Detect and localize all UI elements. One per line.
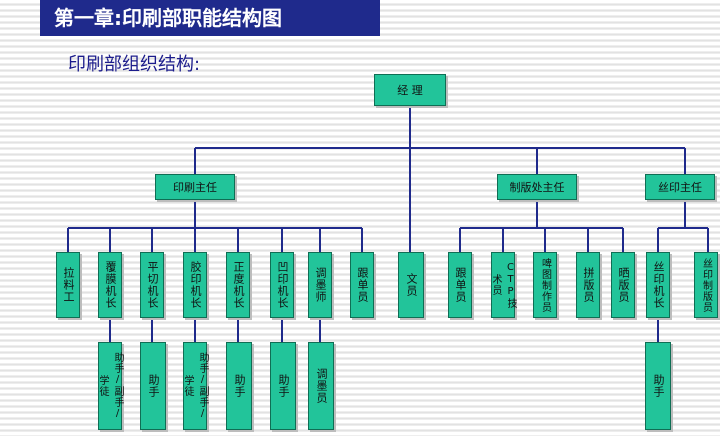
print-staff-box: 跟单员	[350, 252, 374, 318]
assistant-box: 助手	[226, 342, 252, 430]
plate-staff-label: CTP技术员	[490, 261, 516, 309]
silk-staff-box: 丝印制版员	[694, 252, 718, 318]
plate-staff-box: 跟单员	[448, 252, 472, 318]
silk-staff-box: 丝印机长	[646, 252, 670, 318]
page-title: 第一章:印刷部职能结构图	[54, 6, 282, 30]
assistant-box: 调墨员	[308, 342, 334, 430]
print-staff-box: 胶印机长	[183, 252, 207, 318]
print-staff-box: 正度机长	[226, 252, 250, 318]
manager-box: 经 理	[374, 74, 446, 106]
print-staff-box: 凹印机长	[270, 252, 294, 318]
assistant-box: 助手/副手/学徒	[97, 342, 123, 430]
assistant-box: 助手	[140, 342, 166, 430]
plate-staff-box: 啤图制作员	[533, 252, 557, 318]
assistant-box: 助手/副手/学徒	[182, 342, 208, 430]
page-title-banner: 第一章:印刷部职能结构图	[40, 0, 380, 36]
plate-staff-box: 拼版员	[576, 252, 600, 318]
plate-staff-box: CTP技术员	[490, 252, 516, 318]
clerk-box: 文员	[398, 252, 424, 318]
assistant-box: 助手	[270, 342, 296, 430]
silk-head-box: 丝印主任	[645, 174, 715, 200]
plate-staff-box: 晒版员	[611, 252, 635, 318]
print-staff-box: 平切机长	[140, 252, 164, 318]
print-staff-box: 覆膜机长	[98, 252, 122, 318]
print-staff-box: 拉料工	[56, 252, 80, 318]
plate-head-box: 制版处主任	[497, 174, 577, 200]
assistant-box: 助手	[645, 342, 671, 430]
print-staff-box: 调墨师	[308, 252, 332, 318]
section-subtitle: 印刷部组织结构:	[68, 54, 201, 75]
print-head-box: 印刷主任	[155, 174, 235, 200]
